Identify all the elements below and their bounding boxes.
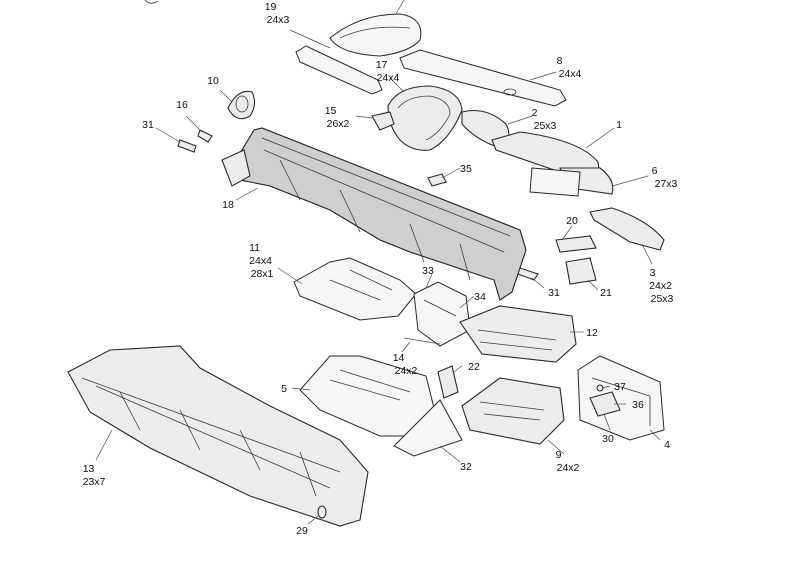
callout-13: 13 23x7	[83, 463, 106, 488]
callout-34: 34	[474, 291, 486, 303]
part-17-vent-housing	[387, 85, 463, 151]
callouts: 19 24x3 17 24x4 8 24x4 10 16 31 15 26x2 …	[83, 1, 678, 537]
leader-lines	[95, 0, 661, 525]
callout-8: 8 24x4	[557, 55, 582, 80]
part-32-panel	[393, 399, 463, 457]
callout-14: 14 24x2	[393, 352, 418, 377]
part-22-bracket	[437, 365, 459, 399]
part-31-clip-b	[517, 267, 539, 281]
part-20-switch	[555, 235, 597, 253]
callout-6: 6 27x3	[652, 165, 678, 190]
part-11-under-panel	[293, 257, 417, 321]
callout-30: 30	[602, 433, 614, 445]
part-18-crosscar-beam	[235, 127, 527, 301]
callout-10: 10	[207, 75, 219, 87]
part-18-bracket-left	[221, 149, 251, 187]
part-19-top-cover	[329, 13, 422, 57]
part-14-rod	[403, 337, 441, 345]
callout-15: 15 26x2	[325, 105, 350, 130]
callout-2: 2 25x3	[532, 107, 557, 132]
callout-16: 16	[176, 99, 188, 111]
part-33-side-cover	[413, 281, 471, 347]
part-35-clip	[427, 173, 447, 187]
callout-37: 37	[614, 381, 626, 393]
callout-21: 21	[600, 287, 612, 299]
callout-22: 22	[468, 361, 480, 373]
part-16-clip	[197, 129, 213, 143]
part-10-grille	[227, 90, 256, 120]
part-4-frame	[577, 355, 665, 441]
callout-35: 35	[460, 163, 472, 175]
part-3-vent	[589, 207, 665, 251]
part-13-lower-structure	[67, 345, 369, 527]
callout-5: 5	[281, 383, 287, 395]
part-15-bracket	[371, 111, 395, 131]
callout-18: 18	[222, 199, 234, 211]
part-19-strip	[295, 45, 383, 95]
callout-31-b: 31	[548, 287, 560, 299]
callout-3: 3 24x2 25x3	[649, 267, 675, 305]
callout-20: 20	[566, 215, 578, 227]
callout-29: 29	[296, 525, 308, 537]
part-1-panel-flap	[529, 167, 581, 197]
callout-12: 12	[586, 327, 598, 339]
part-8-strip	[399, 49, 567, 107]
part-21-module	[565, 257, 597, 285]
part-12-glovebox-frame	[459, 305, 577, 363]
callout-19: 19 24x3	[265, 1, 290, 26]
cropped-arc	[144, 0, 159, 4]
callout-31-a: 31	[142, 119, 154, 131]
part-9-glovebox-door	[461, 377, 565, 445]
callout-36: 36	[632, 399, 644, 411]
part-29-clip	[317, 505, 327, 519]
callout-1: 1	[616, 119, 622, 131]
part-36-latch	[589, 391, 621, 417]
callout-9: 9 24x2	[556, 449, 580, 474]
callout-33: 33	[422, 265, 434, 277]
callout-17: 17 24x4	[376, 59, 400, 84]
part-31-clip-a	[177, 139, 197, 153]
callout-4: 4	[664, 439, 670, 451]
callout-32: 32	[460, 461, 472, 473]
callout-11: 11 24x4 28x1	[249, 242, 275, 280]
